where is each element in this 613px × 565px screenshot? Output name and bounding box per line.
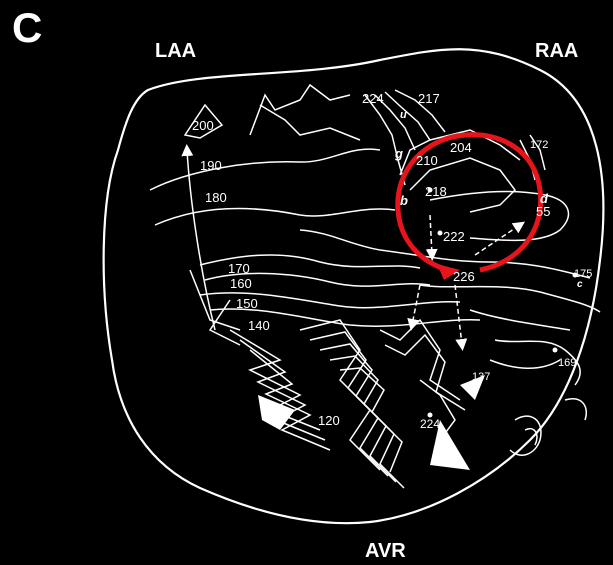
block-wedges [258, 375, 485, 470]
label-200: 200 [192, 118, 214, 133]
label-190: 190 [200, 158, 222, 173]
letter-d: d [540, 191, 549, 206]
label-210: 210 [416, 153, 438, 168]
activation-arrows [187, 150, 520, 345]
label-217: 217 [418, 91, 440, 106]
label-172: 172 [530, 139, 548, 151]
label-150: 150 [236, 296, 258, 311]
label-140: 140 [248, 318, 270, 333]
letter-b: b [400, 193, 408, 208]
label-224-low: 224 [420, 417, 440, 431]
label-226: 226 [453, 269, 475, 284]
label-170: 170 [228, 261, 250, 276]
label-120: 120 [318, 413, 340, 428]
label-204: 204 [450, 140, 472, 155]
label-160: 160 [230, 276, 252, 291]
letter-u: u [400, 109, 407, 121]
label-222: 222 [443, 229, 465, 244]
label-169: 169 [558, 357, 576, 369]
contour-labels: 200 190 180 170 160 150 140 120 224 217 … [192, 91, 592, 431]
letter-g: g [394, 146, 403, 161]
label-55: 55 [536, 204, 550, 219]
letter-c: c [577, 279, 583, 290]
label-137: 137 [472, 371, 490, 383]
label-224-top: 224 [362, 91, 384, 106]
label-180: 180 [205, 190, 227, 205]
